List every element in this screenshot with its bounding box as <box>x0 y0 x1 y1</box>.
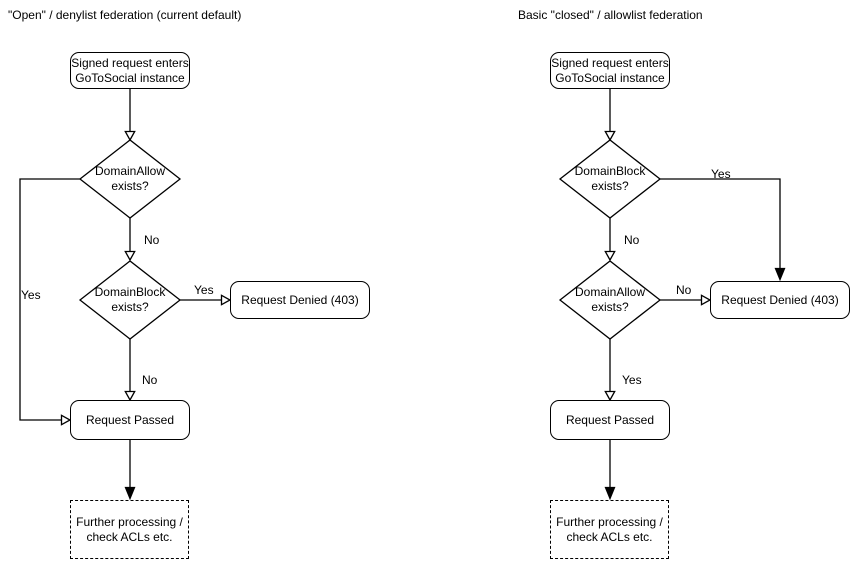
open-arrowhead <box>60 414 72 426</box>
filled-arrowhead <box>774 267 786 282</box>
edge-left-start-to-decision1 <box>124 89 136 142</box>
open-arrowhead <box>220 294 232 306</box>
left-passed-node: Request Passed <box>70 400 190 440</box>
node-label-line: Request Denied (403) <box>721 292 839 307</box>
edge-right-decision1-to-decision2 <box>604 218 616 262</box>
edge-right-start-to-decision1 <box>604 89 616 142</box>
edge-line <box>660 178 781 269</box>
left-chart-title: "Open" / denylist federation (current de… <box>8 8 242 22</box>
left-further-node: Further processing / check ACLs etc. <box>70 500 189 559</box>
node-label-line: exists? <box>591 300 629 314</box>
node-label-line: check ACLs etc. <box>86 529 173 544</box>
node-label-line: check ACLs etc. <box>566 529 653 544</box>
open-arrowhead <box>604 390 616 402</box>
node-label-line: exists? <box>111 300 149 314</box>
open-arrowhead <box>604 130 616 142</box>
node-label-line: exists? <box>111 179 149 193</box>
open-arrowhead <box>604 250 616 262</box>
edge-right-decision2-to-passed <box>604 339 616 402</box>
right-decision1-yes-label: Yes <box>711 167 731 181</box>
node-label-line: GoToSocial instance <box>555 70 665 85</box>
right-decision2-label: DomainAllow exists? <box>560 285 660 315</box>
filled-arrowhead <box>124 486 136 501</box>
node-label-line: Signed request enters <box>551 55 669 70</box>
edge-line <box>19 178 80 421</box>
edge-left-decision1-to-decision2 <box>124 218 136 262</box>
right-decision1-no-label: No <box>624 233 640 247</box>
open-arrowhead <box>124 390 136 402</box>
right-start-node: Signed request enters GoToSocial instanc… <box>550 52 670 89</box>
node-label-line: DomainBlock <box>574 164 646 178</box>
right-decision2-no-label: No <box>676 283 692 297</box>
filled-arrowhead <box>604 486 616 501</box>
node-label-line: Further processing / <box>76 514 183 529</box>
node-label-line: exists? <box>591 179 629 193</box>
node-label-line: DomainAllow <box>574 285 646 299</box>
node-label-line: Request Passed <box>565 412 655 427</box>
node-label-line: Request Denied (403) <box>241 292 359 307</box>
edge-left-decision1-yes-loop <box>19 178 80 426</box>
edge-left-decision2-to-passed <box>124 339 136 402</box>
right-passed-node: Request Passed <box>550 400 670 440</box>
left-decision1-no-label: No <box>144 233 160 247</box>
right-decision1-label: DomainBlock exists? <box>560 164 660 194</box>
left-decision1-label: DomainAllow exists? <box>80 164 180 194</box>
open-arrowhead <box>124 250 136 262</box>
left-decision1-yes-label: Yes <box>21 288 41 302</box>
right-decision2-yes-label: Yes <box>622 373 642 387</box>
open-arrowhead <box>124 130 136 142</box>
node-label-line: DomainBlock <box>94 285 166 299</box>
node-label-line: DomainAllow <box>94 164 166 178</box>
open-arrowhead <box>700 294 712 306</box>
node-label-line: GoToSocial instance <box>75 70 185 85</box>
edge-left-decision2-to-denied <box>180 294 232 306</box>
node-label-line: Request Passed <box>85 412 175 427</box>
left-decision2-yes-label: Yes <box>194 283 214 297</box>
node-label-line: Further processing / <box>556 514 663 529</box>
left-decision1-diamond <box>78 139 182 219</box>
left-start-node: Signed request enters GoToSocial instanc… <box>70 52 190 89</box>
right-further-node: Further processing / check ACLs etc. <box>550 500 669 559</box>
right-chart-title: Basic "closed" / allowlist federation <box>518 8 703 22</box>
left-decision2-label: DomainBlock exists? <box>80 285 180 315</box>
edge-right-passed-to-further <box>604 440 616 501</box>
node-label-line: Signed request enters <box>71 55 189 70</box>
right-denied-node: Request Denied (403) <box>710 281 850 319</box>
edge-left-passed-to-further <box>124 440 136 501</box>
edge-right-decision1-yes-to-denied <box>660 178 786 282</box>
left-decision2-no-label: No <box>142 373 158 387</box>
edge-right-decision2-to-denied <box>660 294 712 306</box>
left-denied-node: Request Denied (403) <box>230 281 370 319</box>
